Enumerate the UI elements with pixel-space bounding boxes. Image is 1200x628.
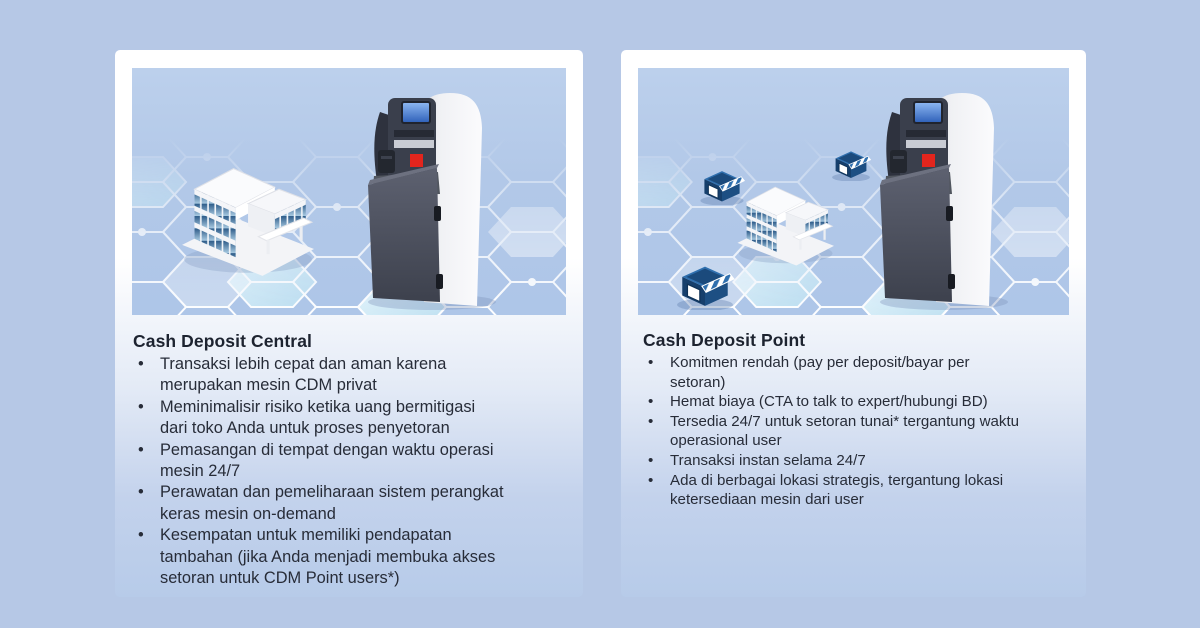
bullet-icon: • [648,393,654,411]
list-item: • Transaksi instan selama 24/7 [643,451,1076,471]
card-cash-deposit-point: Cash Deposit Point • Komitmen rendah (pay… [621,50,1086,597]
card-cash-deposit-central: Cash Deposit Central • Transaksi lebih ce… [115,50,583,597]
bullet-icon: • [138,397,144,416]
list-item: • Perawatan dan pemeliharaan sistem peran… [133,482,571,525]
bullet-icon: • [648,471,654,489]
card-title-central: Cash Deposit Central [133,331,312,351]
list-item: • Tersedia 24/7 untuk setoran tunai* terg… [643,412,1076,451]
bullet-icon: • [648,412,654,430]
bullet-text: Tersedia 24/7 untuk setoran tunai* terga… [670,412,1020,450]
cdm-machine-icon [367,92,497,310]
bullet-text: Meminimalisir risiko ketika uang bermiti… [160,397,476,438]
list-item: • Meminimalisir risiko ketika uang bermit… [133,397,571,440]
illustration-cash-deposit-point [638,68,1069,315]
bullet-text: Hemat biaya (CTA to talk to expert/hubun… [670,393,988,411]
bullet-list-point: • Komitmen rendah (pay per deposit/bayar … [643,353,1076,510]
office-building-icon [181,168,314,276]
bullet-icon: • [138,483,144,502]
bullet-text: Ada di berbagai lokasi strategis, tergan… [670,471,1004,509]
list-item: • Komitmen rendah (pay per deposit/bayar … [643,353,1076,392]
list-item: • Pemasangan di tempat dengan waktu opera… [133,440,571,483]
cdm-machine-icon [879,92,1009,310]
bullet-icon: • [138,440,144,459]
bullet-text: Pemasangan di tempat dengan waktu operas… [160,440,494,481]
bullet-list-central: • Transaksi lebih cepat dan aman karena m… [133,354,571,589]
storefront-icon [831,150,872,181]
bullet-text: Komitmen rendah (pay per deposit/bayar p… [670,354,970,391]
text-block-central: Cash Deposit Central • Transaksi lebih ce… [115,315,583,589]
illustration-cash-deposit-central [132,68,566,315]
list-item: • Transaksi lebih cepat dan aman karena m… [133,354,571,397]
bullet-icon: • [648,451,654,469]
bullet-icon: • [138,355,144,373]
bullet-icon: • [648,354,654,371]
list-item: • Hemat biaya (CTA to talk to expert/hubu… [643,392,1076,412]
storefront-icon [676,265,735,310]
bullet-text: Transaksi instan selama 24/7 [670,451,866,469]
card-title-point: Cash Deposit Point [643,330,806,350]
bullet-text: Transaksi lebih cepat dan aman karena me… [160,355,447,395]
text-block-point: Cash Deposit Point • Komitmen rendah (pay… [621,315,1086,510]
bullet-icon: • [138,526,144,545]
list-item: • Kesempatan untuk memiliki pendapatan ta… [133,525,571,589]
office-building-icon [737,186,834,266]
list-item: • Ada di berbagai lokasi strategis, terga… [643,471,1076,510]
bullet-text: Perawatan dan pemeliharaan sistem perang… [160,483,504,523]
bullet-text: Kesempatan untuk memiliki pendapatan tam… [160,526,496,588]
